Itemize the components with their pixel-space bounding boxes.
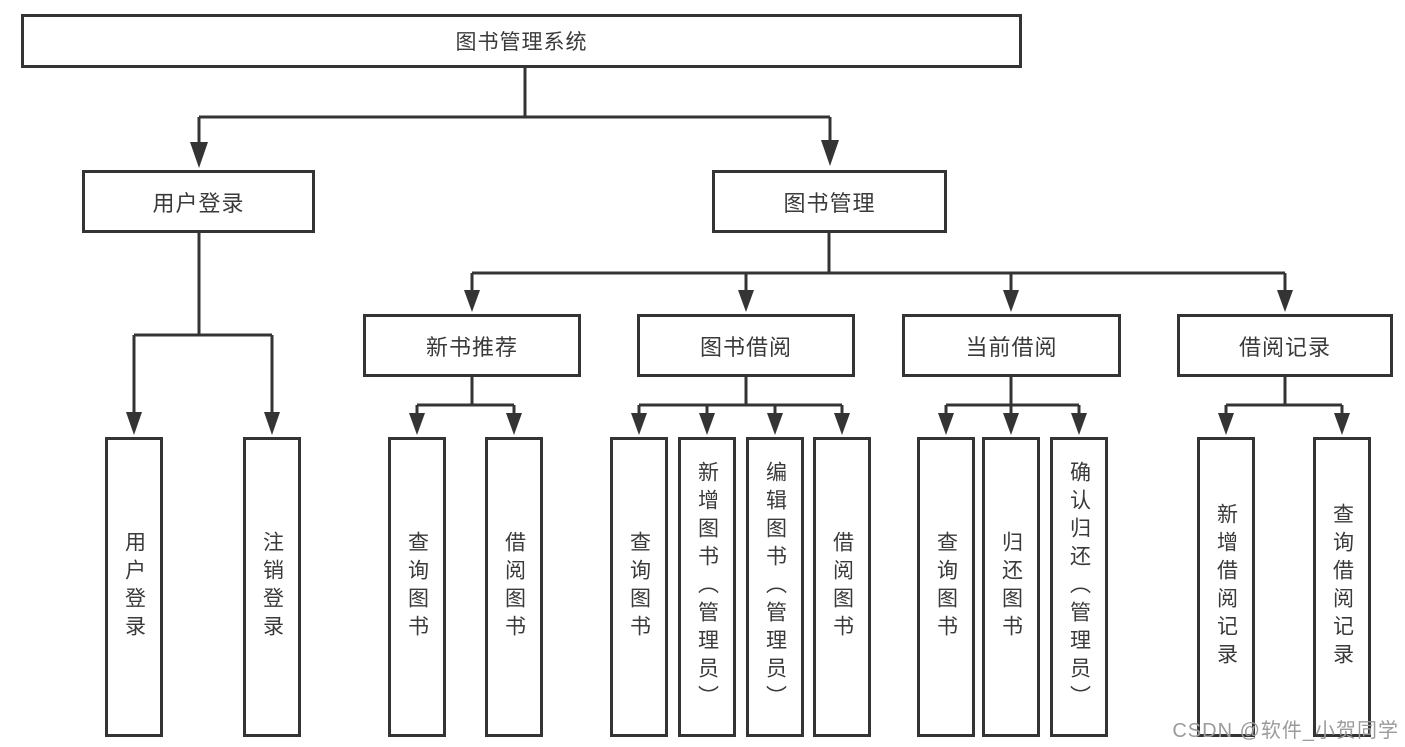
node-label: 借阅记录 bbox=[1238, 334, 1331, 360]
node-label: 查询借阅记录 bbox=[1330, 503, 1354, 671]
node-label: 当前借阅 bbox=[965, 334, 1058, 360]
node-edit-books-admin: 编辑图书（管理员） bbox=[746, 437, 804, 737]
node-confirm-return-admin: 确认归还（管理员） bbox=[1050, 437, 1108, 737]
node-return-books: 归还图书 bbox=[982, 437, 1040, 737]
node-user-login-action: 用户登录 bbox=[105, 437, 163, 737]
node-label: 归还图书 bbox=[999, 531, 1023, 643]
node-label: 借阅图书 bbox=[502, 531, 526, 643]
node-label: 用户登录 bbox=[122, 531, 146, 643]
node-borrow-records: 借阅记录 bbox=[1177, 314, 1393, 377]
node-label: 图书借阅 bbox=[699, 334, 792, 360]
node-add-books-admin: 新增图书（管理员） bbox=[678, 437, 736, 737]
node-label: 借阅图书 bbox=[830, 531, 854, 643]
node-label: 新增借阅记录 bbox=[1214, 503, 1238, 671]
node-book-management: 图书管理 bbox=[712, 170, 947, 233]
node-book-borrow: 图书借阅 bbox=[637, 314, 855, 377]
node-current-borrow: 当前借阅 bbox=[902, 314, 1121, 377]
node-borrow-books-action: 借阅图书 bbox=[813, 437, 871, 737]
csdn-watermark: CSDN @软件_小贺同学 bbox=[1172, 720, 1399, 742]
node-root: 图书管理系统 bbox=[21, 14, 1022, 68]
node-label: 查询图书 bbox=[405, 531, 429, 643]
node-label: 新书推荐 bbox=[425, 334, 518, 360]
node-label: 图书管理 bbox=[783, 190, 876, 216]
node-label: 新增图书（管理员） bbox=[695, 461, 719, 713]
node-query-books-recommend: 查询图书 bbox=[388, 437, 446, 737]
node-new-book-recommend: 新书推荐 bbox=[363, 314, 581, 377]
node-user-login: 用户登录 bbox=[82, 170, 315, 233]
node-borrow-books-recommend: 借阅图书 bbox=[485, 437, 543, 737]
node-label: 编辑图书（管理员） bbox=[763, 461, 787, 713]
node-query-borrow-record: 查询借阅记录 bbox=[1313, 437, 1371, 737]
node-label: 注销登录 bbox=[260, 531, 284, 643]
node-query-books-borrow: 查询图书 bbox=[610, 437, 668, 737]
node-root-label: 图书管理系统 bbox=[455, 31, 588, 54]
node-label: 用户登录 bbox=[152, 190, 245, 216]
node-add-borrow-record: 新增借阅记录 bbox=[1197, 437, 1255, 737]
node-label: 查询图书 bbox=[627, 531, 651, 643]
node-logout-action: 注销登录 bbox=[243, 437, 301, 737]
node-label: 查询图书 bbox=[934, 531, 958, 643]
node-label: 确认归还（管理员） bbox=[1067, 461, 1091, 713]
node-query-books-current: 查询图书 bbox=[917, 437, 975, 737]
